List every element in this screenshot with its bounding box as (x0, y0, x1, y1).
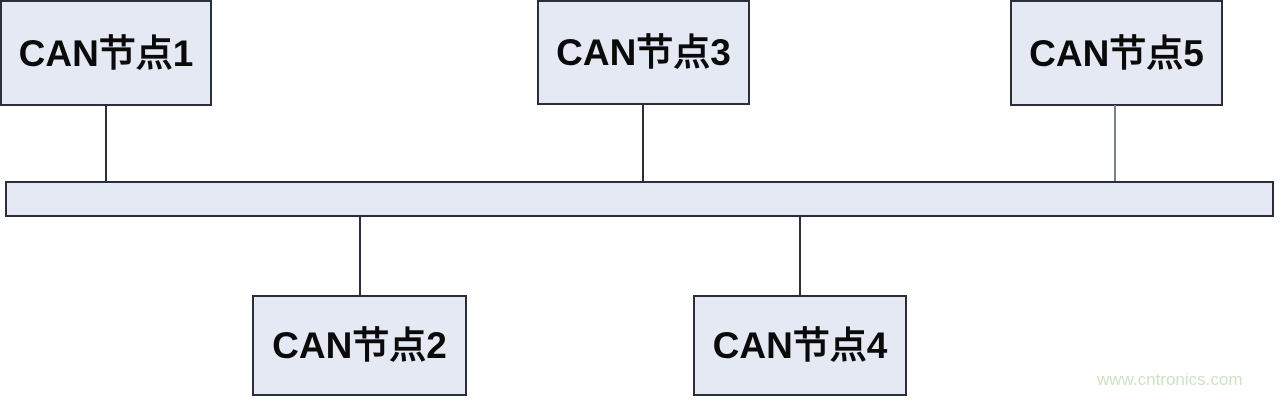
node-label-can4: CAN节点4 (712, 325, 888, 366)
node-box-can5[interactable]: CAN节点5 (1010, 0, 1223, 106)
connector-can1-to-bus (105, 105, 107, 182)
node-box-can4[interactable]: CAN节点4 (693, 295, 907, 396)
site-watermark: www.cntronics.com (1097, 370, 1243, 389)
node-label-can3: CAN节点3 (556, 32, 731, 73)
node-label-can5: CAN节点5 (1029, 32, 1204, 74)
connector-bus-to-can2 (359, 216, 361, 296)
connector-can3-to-bus (642, 104, 644, 182)
node-box-can3[interactable]: CAN节点3 (537, 0, 750, 105)
node-label-can2: CAN节点2 (272, 325, 447, 366)
connector-can5-to-bus (1114, 105, 1116, 182)
connector-bus-to-can4 (799, 216, 801, 296)
node-box-can1[interactable]: CAN节点1 (0, 0, 212, 106)
node-label-can1: CAN节点1 (18, 32, 194, 74)
can-bus-bar[interactable] (5, 181, 1274, 217)
node-box-can2[interactable]: CAN节点2 (252, 295, 467, 396)
